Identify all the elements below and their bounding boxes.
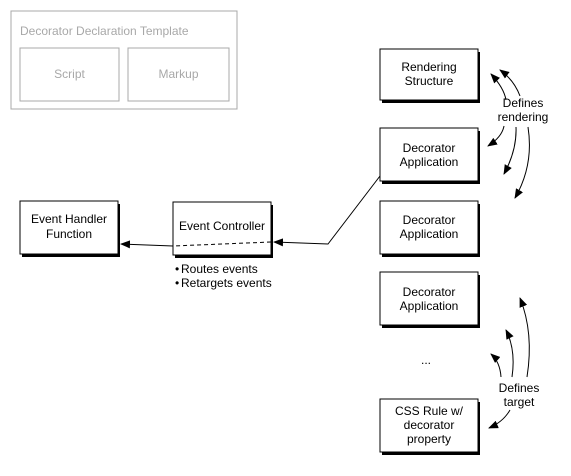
defines-target-line1: Defines (499, 381, 540, 395)
arrow-decorator-to-controller (273, 175, 381, 247)
node-decorator-application-1: Decorator Application (379, 127, 480, 184)
arrow-rendering-down-mid (503, 126, 517, 175)
node-event-handler-line1: Event Handler (31, 212, 107, 226)
node-decorator-application-1-line1: Decorator (403, 141, 456, 155)
arrow-target-up-inner (490, 353, 502, 378)
markup-box (127, 47, 230, 102)
node-css-rule-line3: property (407, 432, 451, 446)
node-event-controller-line1: Event Controller (179, 219, 265, 233)
defines-target-group: Defines target (488, 297, 540, 429)
node-css-rule-box (379, 398, 479, 453)
defines-rendering-line1: Defines (503, 96, 544, 110)
node-decorator-application-3: Decorator Application (379, 271, 480, 328)
node-decorator-application-2: Decorator Application (379, 200, 480, 257)
node-decorator-application-3-line2: Application (400, 299, 459, 313)
arrow-rendering-down-outer (514, 126, 530, 199)
node-event-handler-box (19, 200, 119, 255)
node-rendering-structure-box (379, 48, 479, 101)
ellipsis: ... (421, 353, 431, 367)
script-box (19, 47, 120, 102)
arrow-rendering-down-inner (487, 125, 505, 147)
arrow-controller-to-handler (120, 240, 174, 249)
defines-target-line2: target (504, 395, 535, 409)
node-decorator-application-1-box (379, 127, 479, 182)
note-bullet-2: • (175, 276, 179, 290)
node-event-controller-box (172, 201, 272, 256)
note-bullet-1: • (175, 262, 179, 276)
note-routes-events: Routes events (181, 262, 258, 276)
node-decorator-application-1-line2: Application (400, 155, 459, 169)
note-retargets-events: Retargets events (181, 276, 272, 290)
node-decorator-application-3-box (379, 271, 479, 326)
script-label: Script (54, 67, 85, 81)
node-decorator-application-3-line1: Decorator (403, 285, 456, 299)
event-controller-notes: • Routes events • Retargets events (175, 262, 272, 290)
node-event-controller: Event Controller (172, 201, 273, 258)
defines-rendering-group: Defines rendering (487, 69, 549, 199)
node-css-rule-line1: CSS Rule w/ (395, 404, 464, 418)
arrow-target-up-mid (505, 329, 514, 378)
template-group: Decorator Declaration Template Script Ma… (10, 10, 238, 110)
node-css-rule-line2: decorator (404, 418, 455, 432)
node-css-rule: CSS Rule w/ decorator property (379, 398, 480, 455)
defines-rendering-line2: rendering (498, 110, 549, 124)
node-event-handler: Event Handler Function (19, 200, 120, 257)
node-event-handler-line2: Function (46, 227, 92, 241)
node-decorator-application-2-line1: Decorator (403, 213, 456, 227)
arrow-target-down (488, 409, 511, 429)
arrow-rendering-up-inner (490, 73, 507, 101)
arrow-target-up-outer (519, 297, 530, 378)
markup-label: Markup (158, 67, 198, 81)
controller-passthrough-dashed (172, 241, 272, 247)
template-group-title: Decorator Declaration Template (20, 24, 189, 38)
node-rendering-structure-line2: Structure (405, 74, 454, 88)
node-decorator-application-2-line2: Application (400, 227, 459, 241)
node-rendering-structure: Rendering Structure (379, 48, 480, 103)
node-rendering-structure-line1: Rendering (401, 60, 456, 74)
template-group-frame (10, 10, 238, 110)
arrow-rendering-up-outer (499, 69, 521, 97)
node-decorator-application-2-box (379, 200, 479, 255)
